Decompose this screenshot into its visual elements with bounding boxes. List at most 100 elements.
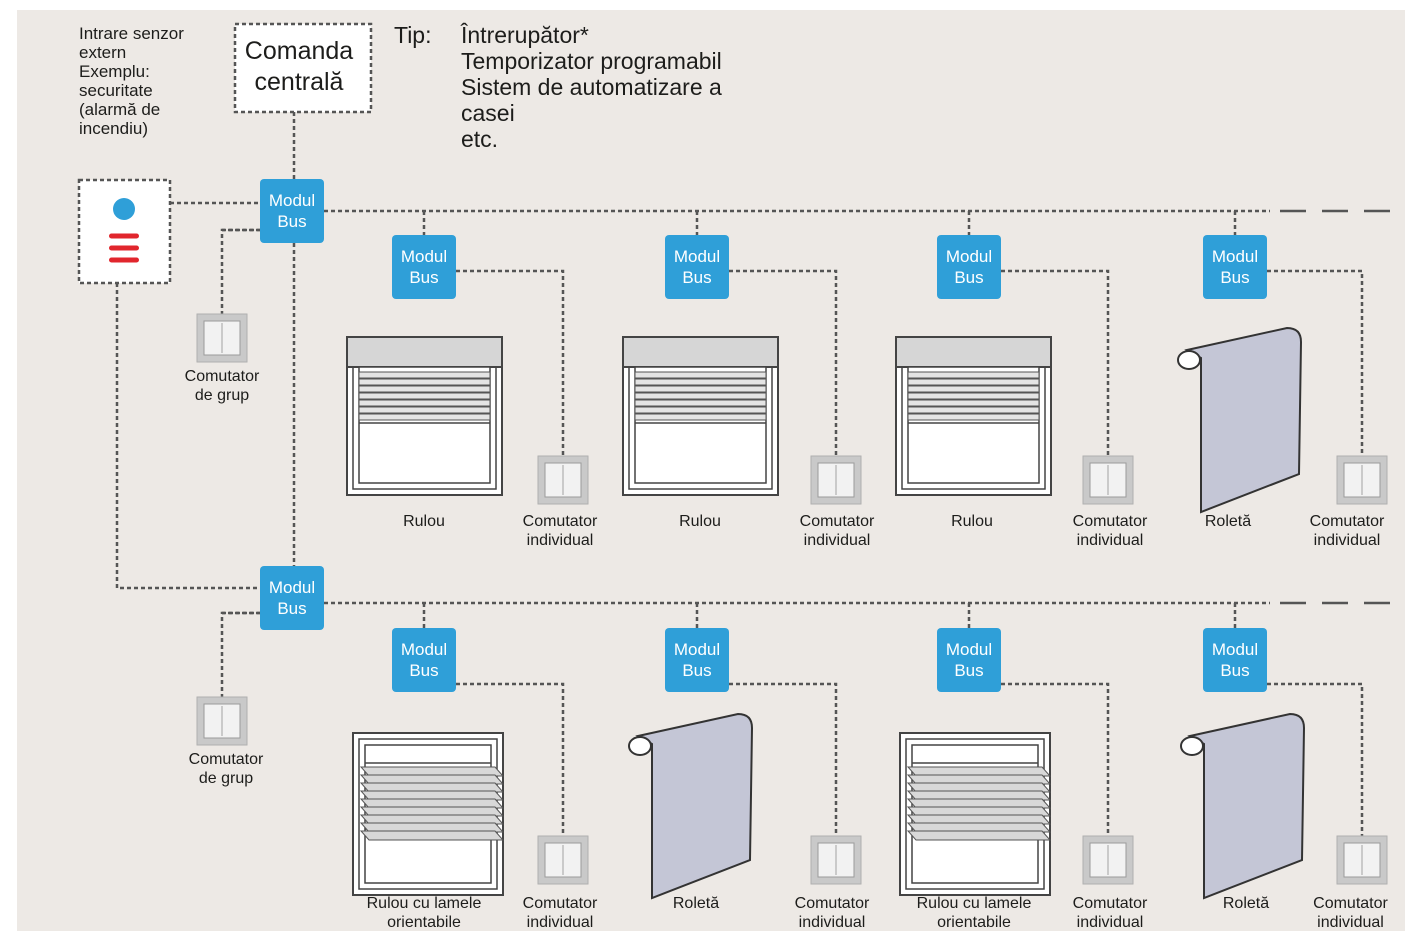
bus-wire xyxy=(220,611,260,700)
slat xyxy=(907,399,1040,407)
slat xyxy=(634,392,767,400)
individual-switch-label-r1-4: Comutator individual xyxy=(1309,513,1385,549)
individual-switch-icon xyxy=(1082,835,1134,885)
slat xyxy=(907,406,1040,414)
individual-switch-label-r2-1: Comutator individual xyxy=(522,895,598,931)
blind-roll-end xyxy=(1177,350,1201,370)
slat xyxy=(907,392,1040,400)
central-command-box xyxy=(233,22,373,114)
alarm-bar xyxy=(109,233,139,239)
bus-module-r1-3: Modul Bus xyxy=(937,235,1001,299)
bus-wire xyxy=(1001,269,1110,458)
device-label-r1-1: Rulou xyxy=(403,513,445,530)
blind-slat xyxy=(359,830,505,841)
alarm-bar xyxy=(109,257,139,263)
individual-switch-label-r1-1: Comutator individual xyxy=(522,513,598,549)
venetian-blind-icon xyxy=(899,732,1052,896)
individual-switch-icon xyxy=(537,455,589,505)
blind-slat xyxy=(359,798,505,809)
device-label-r2-3: Rulou cu lamele orientabile xyxy=(916,895,1032,931)
shutter-box xyxy=(895,336,1052,368)
slat xyxy=(907,371,1040,379)
roller-blind-icon xyxy=(1180,712,1306,900)
central-command-label: Comanda centrală xyxy=(244,37,354,96)
bus-module-r2-3: Modul Bus xyxy=(937,628,1001,692)
group-switch-icon xyxy=(196,313,248,363)
roller-blind-icon xyxy=(1177,326,1303,514)
slat xyxy=(907,413,1040,421)
blind-slat xyxy=(906,790,1052,801)
device-label-r1-2: Rulou xyxy=(679,513,721,530)
bus-module-r2-1: Modul Bus xyxy=(392,628,456,692)
individual-switch-icon xyxy=(1336,835,1388,885)
individual-switch-label-r2-2: Comutator individual xyxy=(794,895,870,931)
roller-shutter-icon xyxy=(346,336,503,496)
bus-wire xyxy=(729,682,838,838)
individual-switch-icon xyxy=(537,835,589,885)
device-label-r1-4: Roletă xyxy=(1204,513,1252,530)
blind-roll-end xyxy=(1180,736,1204,756)
blind-slat xyxy=(359,806,505,817)
blind-slat xyxy=(906,774,1052,785)
blind-slat xyxy=(906,782,1052,793)
blind-fabric xyxy=(635,712,754,900)
shutter-box xyxy=(622,336,779,368)
sensor-dot-icon xyxy=(113,198,135,220)
blind-slat xyxy=(359,814,505,825)
slat xyxy=(634,413,767,421)
blind-slat xyxy=(359,822,505,833)
slat xyxy=(634,399,767,407)
individual-switch-label-r2-4: Comutator individual xyxy=(1313,895,1388,931)
individual-switch-label-r2-3: Comutator individual xyxy=(1072,895,1148,931)
alarm-bar xyxy=(109,245,139,251)
bus-module-r2-4: Modul Bus xyxy=(1203,628,1267,692)
bus-module-group-2: Modul Bus xyxy=(260,566,324,630)
device-label-r2-2: Roletă xyxy=(672,895,720,912)
blind-slat xyxy=(906,822,1052,833)
bus-wire xyxy=(456,269,565,458)
blind-slat xyxy=(359,790,505,801)
slat xyxy=(358,392,491,400)
bus-wire xyxy=(1001,682,1110,838)
slat xyxy=(358,406,491,414)
blind-slat xyxy=(906,766,1052,777)
blind-slat xyxy=(906,806,1052,817)
group-switch-label-2: Comutator de grup xyxy=(188,751,264,787)
individual-switch-icon xyxy=(1082,455,1134,505)
tip-list: Întrerupător* Temporizator programabil S… xyxy=(461,22,722,152)
roller-shutter-icon xyxy=(895,336,1052,496)
alarm-bars-icon xyxy=(109,233,139,263)
blind-slat xyxy=(906,830,1052,841)
bus-wire xyxy=(729,269,838,458)
individual-switch-label-r1-3: Comutator individual xyxy=(1072,513,1148,549)
slat xyxy=(358,371,491,379)
bus-wire xyxy=(115,283,260,590)
individual-switch-label-r1-2: Comutator individual xyxy=(799,513,875,549)
device-label-r2-1: Rulou cu lamele orientabile xyxy=(366,895,482,931)
venetian-blind-icon xyxy=(352,732,505,896)
device-label-r2-4: Roletă xyxy=(1222,895,1270,912)
blind-slat xyxy=(359,774,505,785)
bus-wire xyxy=(220,228,260,318)
group-switch-icon xyxy=(196,696,248,746)
bus-module-group-1: Modul Bus xyxy=(260,179,324,243)
individual-switch-icon xyxy=(810,455,862,505)
blind-fabric xyxy=(1187,712,1306,900)
tip-prefix: Tip: xyxy=(394,22,432,48)
individual-switch-icon xyxy=(1336,455,1388,505)
blind-fabric xyxy=(1184,326,1303,514)
individual-switch-icon xyxy=(810,835,862,885)
bus-module-r1-1: Modul Bus xyxy=(392,235,456,299)
roller-shutter-icon xyxy=(622,336,779,496)
bus-wire xyxy=(456,682,565,838)
slat xyxy=(634,371,767,379)
bus-module-r2-2: Modul Bus xyxy=(665,628,729,692)
blind-slat xyxy=(906,814,1052,825)
blind-slat xyxy=(906,798,1052,809)
sensor-label: Intrare senzor extern Exemplu: securitat… xyxy=(79,24,184,138)
slat xyxy=(634,406,767,414)
slat xyxy=(358,399,491,407)
bus-module-r1-2: Modul Bus xyxy=(665,235,729,299)
